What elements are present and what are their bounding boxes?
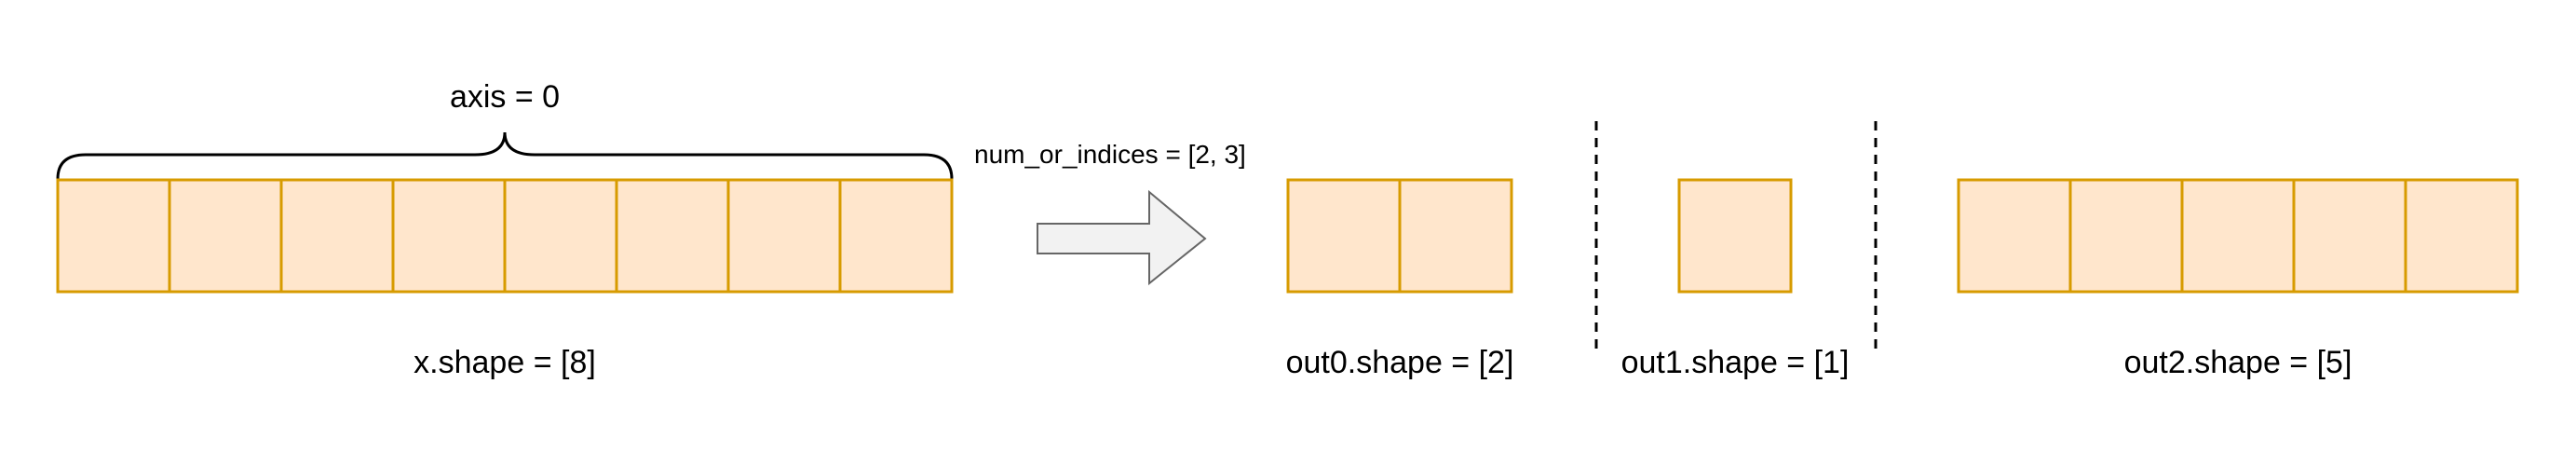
out2-cell [2404, 178, 2519, 294]
x-cell [279, 178, 395, 294]
axis-label: axis = 0 [450, 79, 560, 115]
x-cell [726, 178, 842, 294]
out2-cell [2180, 178, 2296, 294]
x-cell [56, 178, 171, 294]
out0-shape-label: out0.shape = [2] [1286, 345, 1514, 380]
x-cell [391, 178, 507, 294]
curly-brace-icon [56, 131, 954, 180]
x-cell [503, 178, 618, 294]
right-arrow-icon [1037, 189, 1207, 286]
x-cell [615, 178, 730, 294]
out2-cell [2292, 178, 2407, 294]
x-shape-label: x.shape = [8] [414, 345, 596, 380]
out1-cell [1677, 178, 1793, 294]
output-tensor-out2 [1957, 178, 2519, 294]
out2-cell [1957, 178, 2072, 294]
x-cell [838, 178, 954, 294]
output-tensor-out1 [1677, 178, 1793, 294]
output-tensor-out0 [1286, 178, 1513, 294]
out2-cell [2068, 178, 2184, 294]
out1-shape-label: out1.shape = [1] [1621, 345, 1850, 380]
out2-shape-label: out2.shape = [5] [2124, 345, 2352, 380]
input-tensor-x [56, 178, 954, 294]
out0-cell [1398, 178, 1513, 294]
param-label: num_or_indices = [2, 3] [974, 140, 1246, 169]
x-cell [168, 178, 283, 294]
out0-cell [1286, 178, 1402, 294]
